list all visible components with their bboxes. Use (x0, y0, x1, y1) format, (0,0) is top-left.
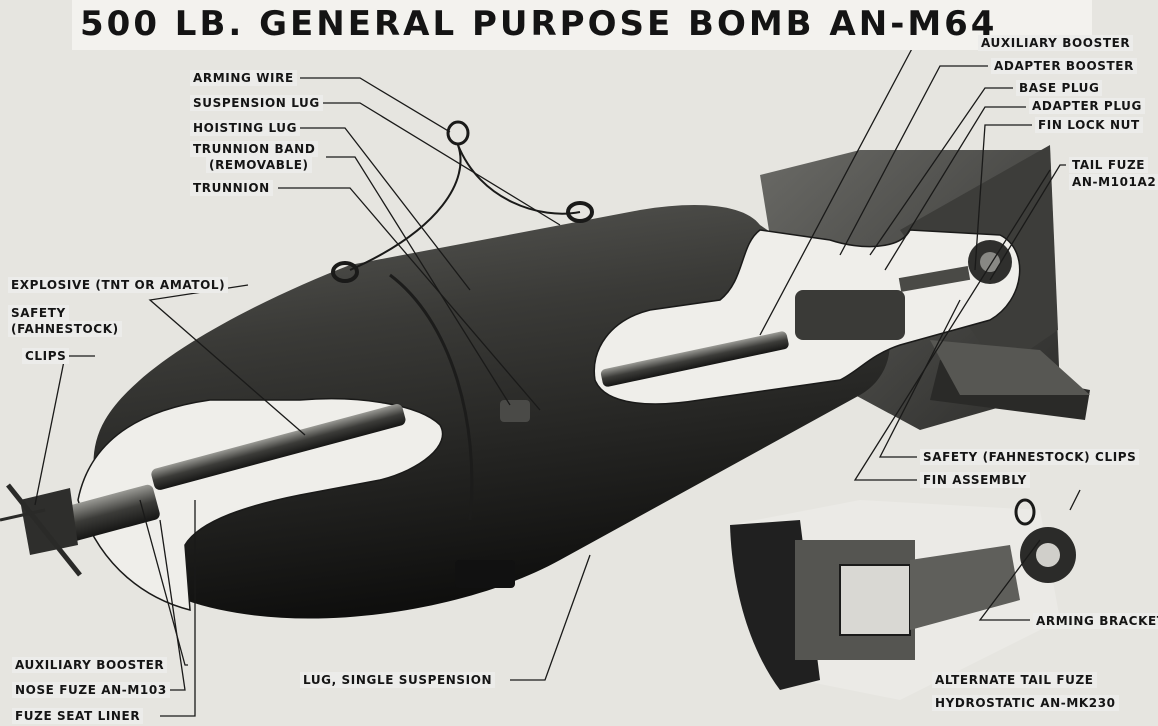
label-tail-fuze-model: AN-M101A2 (1069, 174, 1158, 190)
leader-lines (34, 42, 1081, 717)
label-fin-assembly: FIN ASSEMBLY (920, 472, 1030, 488)
label-fuze-seat-liner: FUZE SEAT LINER (12, 708, 144, 724)
label-arming-bracket: ARMING BRACKET (1033, 613, 1158, 629)
trunnion-shape (500, 400, 530, 422)
label-clips: CLIPS (22, 348, 70, 364)
label-trunnion-band-note: (REMOVABLE) (206, 157, 312, 173)
lug-single-suspension-shape (455, 560, 515, 588)
label-hydrostatic: HYDROSTATIC AN-MK230 (932, 695, 1119, 711)
label-adapter-plug: ADAPTER PLUG (1029, 98, 1145, 114)
arming-wire-ring (446, 120, 470, 146)
label-lug-single-suspension: LUG, SINGLE SUSPENSION (300, 672, 496, 688)
label-safety-nose-2: (FAHNESTOCK) (8, 321, 122, 337)
hoisting-lug-shape (566, 201, 594, 223)
tail-fuze-mechanism (795, 240, 1012, 340)
tail-booster-rod (600, 331, 789, 387)
label-trunnion: TRUNNION (190, 180, 273, 196)
label-base-plug: BASE PLUG (1016, 80, 1103, 96)
page-title: 500 LB. GENERAL PURPOSE BOMB AN-M64 (72, 0, 1092, 50)
nose-explosive-rod (0, 404, 406, 577)
nose-cutaway-shape (77, 397, 444, 611)
suspension-lug-shape (331, 261, 359, 283)
alternate-tail-fuze-inset (730, 498, 1076, 700)
label-auxiliary-booster-nose: AUXILIARY BOOSTER (12, 657, 168, 673)
label-fin-lock-nut: FIN LOCK NUT (1035, 117, 1143, 133)
label-adapter-booster: ADAPTER BOOSTER (991, 58, 1137, 74)
label-suspension-lug: SUSPENSION LUG (190, 95, 323, 111)
label-auxiliary-booster-tail: AUXILIARY BOOSTER (978, 35, 1134, 51)
label-nose-fuze: NOSE FUZE AN-M103 (12, 682, 170, 698)
label-alternate-tail-fuze: ALTERNATE TAIL FUZE (932, 672, 1097, 688)
label-safety-clips-tail: SAFETY (FAHNESTOCK) CLIPS (920, 449, 1140, 465)
label-safety-nose-1: SAFETY (8, 305, 69, 321)
label-explosive: EXPLOSIVE (TNT OR AMATOL) (8, 277, 229, 293)
label-hoisting-lug: HOISTING LUG (190, 120, 301, 136)
label-arming-wire: ARMING WIRE (190, 70, 297, 86)
label-tail-fuze: TAIL FUZE (1069, 157, 1149, 173)
label-trunnion-band: TRUNNION BAND (190, 141, 319, 157)
